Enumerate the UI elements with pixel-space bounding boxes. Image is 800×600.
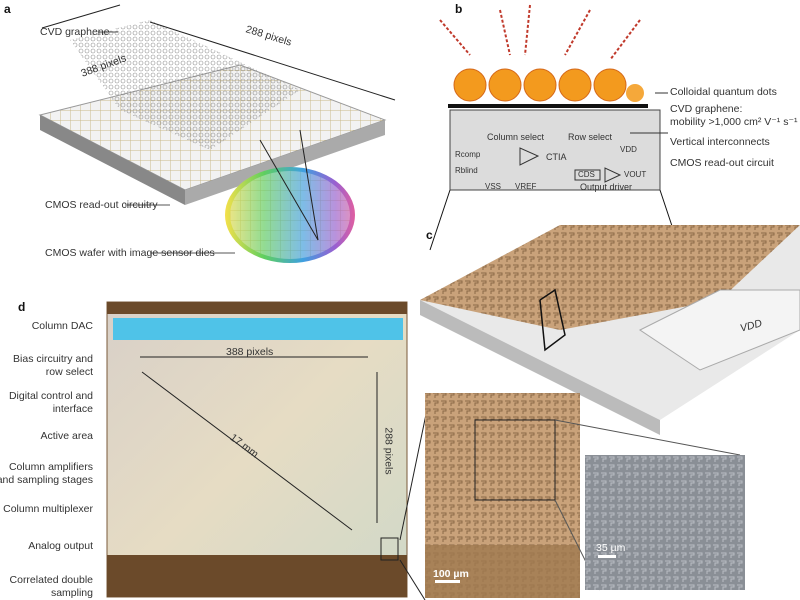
scale-bar-100um: 100 µm [433, 568, 469, 580]
output-driver-symbol [604, 167, 622, 183]
label-cmos-wafer: CMOS wafer with image sensor dies [45, 247, 215, 259]
label-cds-block: CDS [578, 170, 595, 179]
die-micrograph [106, 301, 431, 600]
label-cqd: Colloidal quantum dots [670, 86, 777, 98]
label-vref: VREF [515, 182, 537, 191]
panel-label-a: a [4, 2, 11, 16]
label-column-amplifiers: Column amplifiers [8, 461, 93, 473]
label-vss: VSS [485, 182, 502, 191]
label-row-select: Row select [568, 132, 613, 142]
label-rcomp: Rcomp [455, 150, 481, 159]
label-d-288-pixels: 288 pixels [382, 427, 395, 475]
label-d-388-pixels: 388 pixels [226, 346, 274, 358]
panel-label-d: d [18, 300, 26, 314]
panel-label-b: b [455, 2, 463, 16]
label-column-multiplexer: Column multiplexer [3, 503, 93, 515]
label-ctia: CTIA [546, 152, 567, 162]
label-cds-2: sampling [50, 587, 93, 599]
panel-label-c: c [426, 228, 433, 242]
wafer-illustration [225, 129, 355, 263]
pixel-array-3d [420, 225, 800, 435]
label-interconnects: Vertical interconnects [670, 136, 770, 148]
label-column-dac: Column DAC [31, 320, 93, 332]
label-cds: Correlated double [9, 574, 93, 586]
label-column-amplifiers-2: and sampling stages [0, 474, 93, 486]
light-waves [439, 4, 641, 61]
label-cvd-graphene: CVD graphene [40, 26, 110, 38]
label-mobility: mobility >1,000 cm² V⁻¹ s⁻¹ [670, 116, 798, 128]
label-bias-2: row select [45, 366, 93, 378]
ctia-amplifier-symbol [519, 147, 540, 166]
cds-block [574, 169, 601, 181]
label-vout: VOUT [624, 170, 647, 179]
label-column-select: Column select [487, 132, 545, 142]
zoom-inset-2 [585, 455, 745, 590]
label-rblind: Rblind [455, 166, 478, 175]
label-output-driver: Output driver [580, 182, 633, 192]
label-digital-control: Digital control and [8, 390, 93, 402]
label-cmos-circuit: CMOS read-out circuit [670, 157, 774, 169]
label-bias: Bias circuitry and [13, 353, 93, 365]
cmos-readout-circuit-box [449, 109, 661, 191]
label-readout-circuitry: CMOS read-out circuitry [45, 199, 158, 211]
label-analog-output: Analog output [28, 540, 93, 552]
sensor-chip-illustration [38, 4, 396, 205]
graphene-layer [448, 104, 648, 108]
label-graphene: CVD graphene: [670, 103, 743, 115]
label-active-area: Active area [40, 430, 93, 442]
label-digital-control-2: interface [52, 403, 93, 415]
column-dac-region [113, 318, 403, 340]
zoom-inset-1 [425, 393, 741, 598]
cds-region [107, 555, 407, 597]
label-vdd: VDD [620, 145, 637, 154]
scale-bar-35um: 35 µm [596, 542, 626, 554]
quantum-dots [453, 68, 644, 102]
